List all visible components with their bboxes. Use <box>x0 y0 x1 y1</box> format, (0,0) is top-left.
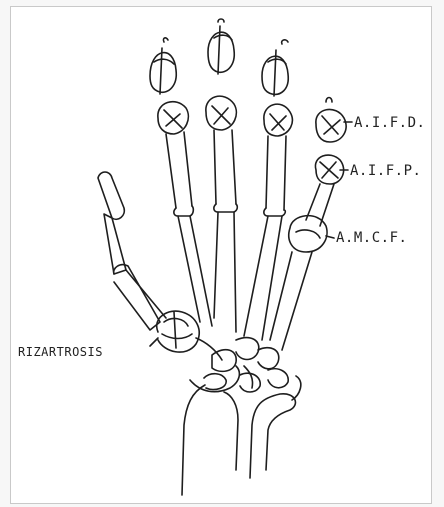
forearm <box>182 376 301 495</box>
index-finger <box>150 38 212 326</box>
ring-finger <box>244 40 292 340</box>
label-aifd: A.I.F.D. <box>354 115 425 131</box>
label-aifp: A.I.F.P. <box>350 163 421 179</box>
label-amcf: A.M.C.F. <box>336 230 407 246</box>
thumb <box>98 172 199 352</box>
carpal-bones <box>190 338 288 392</box>
middle-finger <box>206 19 237 332</box>
label-rizartrosis: RIZARTROSIS <box>18 345 103 359</box>
